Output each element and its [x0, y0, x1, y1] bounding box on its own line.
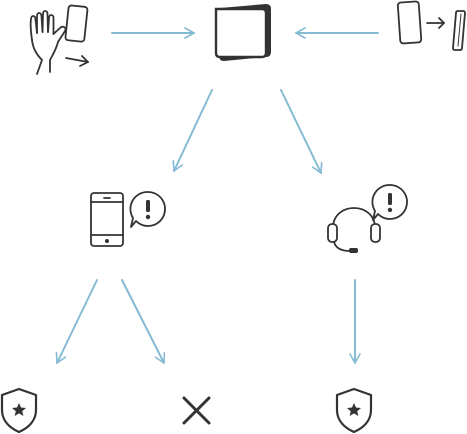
- shield-star-icon-right: [335, 387, 373, 434]
- arrow-reader-to-headset: [280, 89, 323, 174]
- arrow-phone-to-cross: [121, 279, 166, 364]
- arrow-reader-to-phone: [172, 89, 213, 172]
- headset-alert-icon: [327, 184, 408, 253]
- arrows: [55, 27, 379, 364]
- phone-flip-icon: [396, 0, 466, 51]
- smartphone-alert-icon: [90, 191, 166, 247]
- hand-holding-phone-icon: [29, 4, 89, 75]
- cross-icon: [182, 396, 211, 425]
- reader-device-icon: [214, 4, 271, 61]
- arrow-phone-to-shield: [55, 279, 98, 364]
- shield-star-icon-left: [0, 387, 38, 434]
